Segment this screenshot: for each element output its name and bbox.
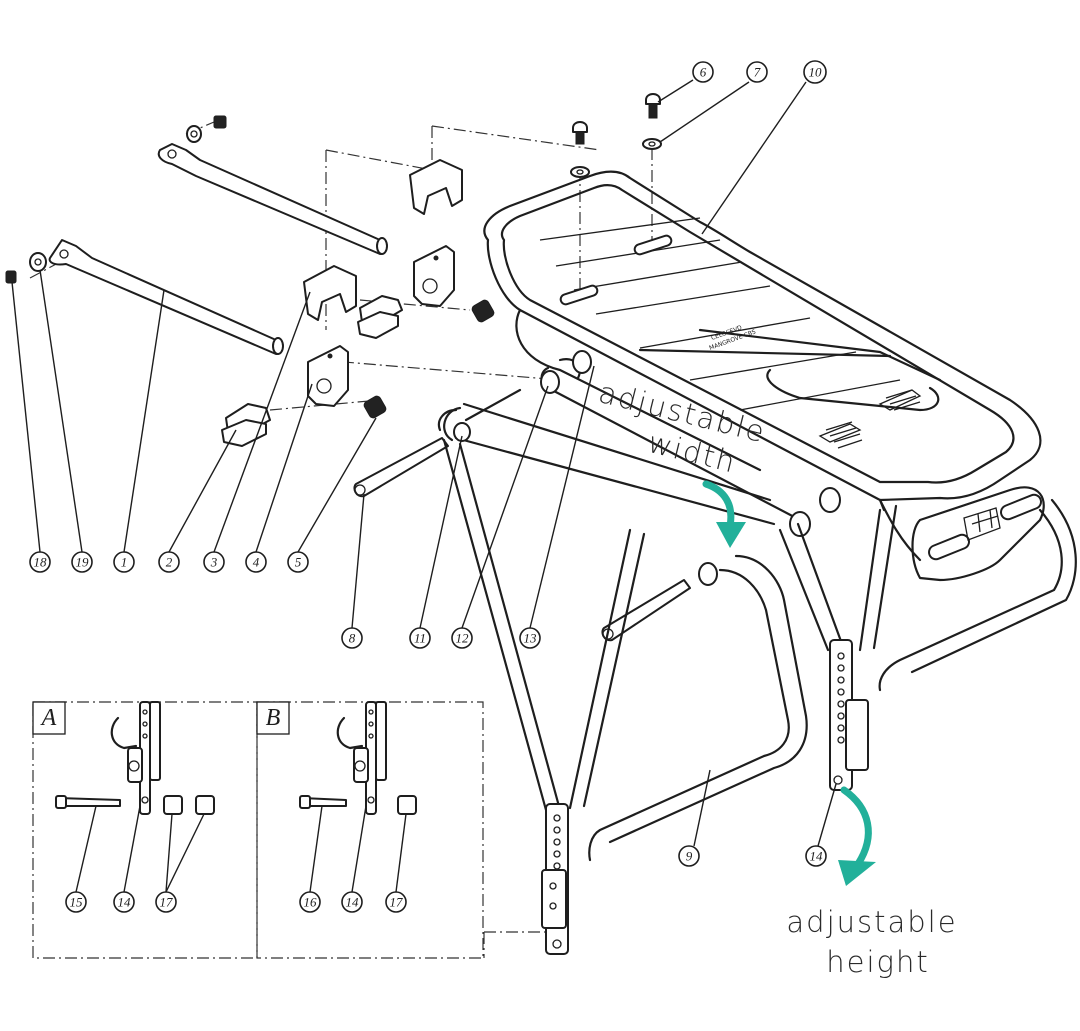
- bolt-left: [570, 121, 590, 178]
- clamp-upper: [409, 159, 463, 307]
- callout-15: 15: [65, 891, 87, 913]
- rack-leg-frame: [437, 408, 1077, 862]
- svg-text:18: 18: [34, 555, 48, 570]
- callout-16: 16: [299, 891, 321, 913]
- callout-14-main: 14: [805, 845, 827, 867]
- bolt-6: [642, 93, 662, 150]
- callout-13: 13: [519, 627, 541, 649]
- svg-text:8: 8: [349, 631, 356, 646]
- screw-and-washer-left: [5, 252, 47, 284]
- detail-b-label: B: [266, 705, 281, 731]
- callout-18: 18: [29, 551, 51, 573]
- spring-nut-lower: [363, 395, 387, 419]
- svg-text:7: 7: [754, 65, 761, 80]
- height-arrow: [838, 786, 876, 886]
- stay-arm-upper: [157, 143, 388, 255]
- svg-text:14: 14: [346, 895, 360, 910]
- spring-coil-1: [825, 421, 863, 449]
- height-label-line1: adjustable: [786, 905, 957, 939]
- leader-lines: [11, 79, 837, 893]
- callout-14-a: 14: [113, 891, 135, 913]
- svg-text:1: 1: [121, 555, 128, 570]
- pin-8: [353, 437, 449, 498]
- leg-adjuster-right: [829, 639, 869, 791]
- svg-text:5: 5: [295, 555, 302, 570]
- callout-3: 3: [203, 551, 225, 573]
- svg-text:15: 15: [70, 895, 84, 910]
- callout-7: 7: [746, 61, 768, 83]
- callout-17-b: 17: [385, 891, 407, 913]
- svg-text:2: 2: [166, 555, 173, 570]
- callout-1: 1: [113, 551, 135, 573]
- spring-coil-2: [885, 389, 921, 411]
- svg-text:17: 17: [160, 895, 174, 910]
- callout-8: 8: [341, 627, 363, 649]
- callout-19: 19: [71, 551, 93, 573]
- svg-text:11: 11: [414, 631, 426, 646]
- callout-4: 4: [245, 551, 267, 573]
- detail-box-a: A: [32, 701, 258, 959]
- callout-11: 11: [409, 627, 431, 649]
- width-adjust-tubes: [443, 350, 841, 586]
- callout-5: 5: [287, 551, 309, 573]
- svg-text:4: 4: [253, 555, 260, 570]
- callout-10: 10: [803, 60, 827, 84]
- detail-box-b: B: [256, 701, 484, 959]
- callout-14-b: 14: [341, 891, 363, 913]
- svg-text:16: 16: [304, 895, 318, 910]
- clip-lower: [221, 403, 271, 447]
- svg-text:13: 13: [524, 631, 538, 646]
- svg-text:19: 19: [76, 555, 90, 570]
- callout-6: 6: [692, 61, 714, 83]
- svg-text:14: 14: [810, 849, 824, 864]
- callout-9: 9: [678, 845, 700, 867]
- rack-platform: CELCCEVD MANGROVE CBS: [483, 170, 1045, 582]
- clip-upper: [357, 295, 403, 339]
- callout-12: 12: [451, 627, 473, 649]
- svg-text:6: 6: [700, 65, 707, 80]
- svg-text:10: 10: [809, 65, 823, 80]
- screw-and-washer-top: [186, 115, 227, 143]
- callout-17-a: 17: [155, 891, 177, 913]
- detail-a-label: A: [40, 705, 57, 731]
- svg-text:9: 9: [686, 849, 693, 864]
- svg-text:14: 14: [118, 895, 132, 910]
- svg-text:12: 12: [456, 631, 470, 646]
- svg-text:17: 17: [390, 895, 404, 910]
- pin-lower: [601, 579, 691, 642]
- height-label-line2: height: [826, 945, 929, 979]
- spring-nut-upper: [471, 299, 495, 323]
- clamp-lower: [303, 265, 357, 407]
- callout-2: 2: [158, 551, 180, 573]
- svg-text:3: 3: [210, 555, 218, 570]
- width-arrow: [702, 480, 746, 548]
- stay-arm-lower: [48, 239, 284, 355]
- leg-adjuster-left: [541, 803, 569, 955]
